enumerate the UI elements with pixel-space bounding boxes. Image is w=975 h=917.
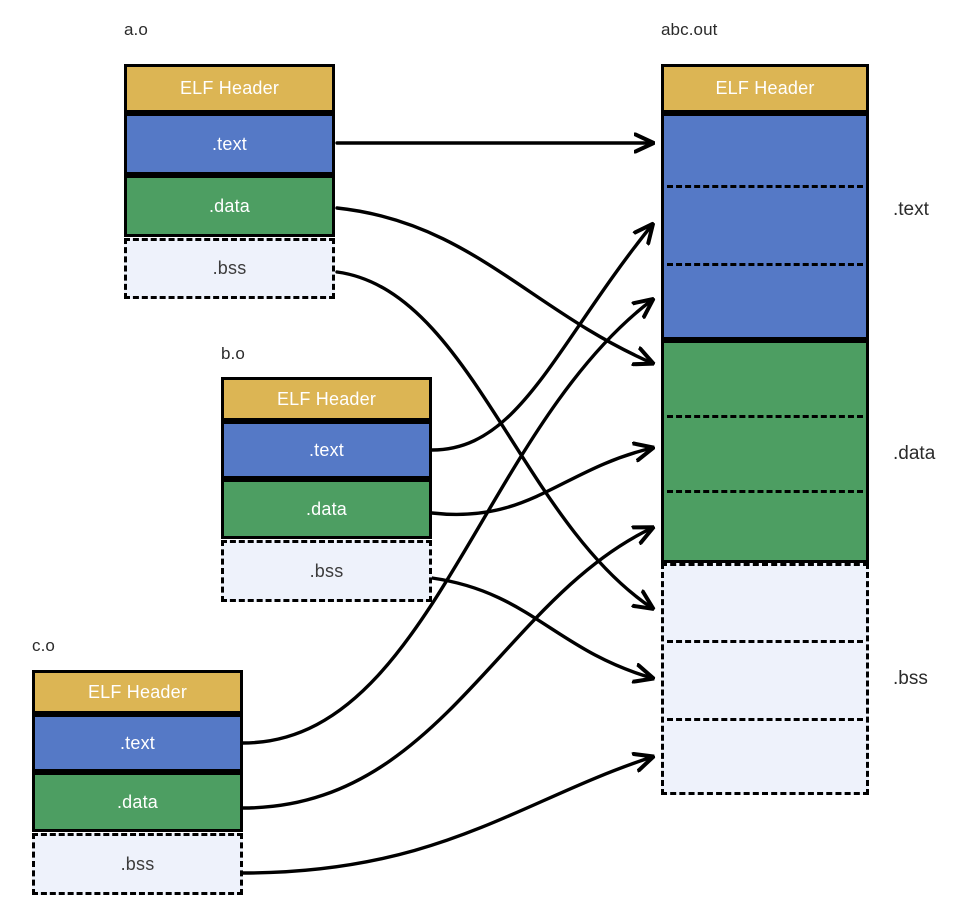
out-elf-header-label: ELF Header [715, 78, 815, 98]
c-segment-elf-header: ELF Header [32, 670, 243, 714]
out-bss-side-label: .bss [893, 668, 928, 689]
out-text-divider-1 [667, 185, 863, 188]
out-segment-elf-header: ELF Header [661, 64, 869, 113]
out-bss-divider-2 [667, 718, 863, 721]
b-segment-bss: .bss [221, 540, 432, 602]
c-elf-header-label: ELF Header [87, 681, 188, 702]
arrow-c-bss [241, 757, 652, 875]
c-bss-label: .bss [120, 853, 155, 874]
out-segment-data [661, 340, 869, 563]
output-title: abc.out [661, 20, 718, 39]
arrow-b-data [430, 448, 652, 517]
b-text-label: .text [308, 439, 344, 460]
c-text-label: .text [119, 732, 155, 753]
b-elf-header-label: ELF Header [276, 388, 377, 409]
b-segment-elf-header: ELF Header [221, 377, 432, 421]
c-segment-bss: .bss [32, 833, 243, 895]
a-segment-bss: .bss [124, 238, 335, 299]
object-title-b: b.o [221, 344, 245, 363]
c-segment-text: .text [32, 714, 243, 772]
out-data-side-label: .data [893, 443, 936, 464]
a-elf-header-label: ELF Header [179, 78, 280, 98]
a-segment-elf-header: ELF Header [124, 64, 335, 113]
out-data-divider-2 [667, 490, 863, 493]
out-segment-text [661, 113, 869, 340]
b-bss-label: .bss [309, 560, 344, 581]
out-segment-bss [661, 563, 869, 795]
out-bss-divider-1 [667, 640, 863, 643]
b-data-label: .data [305, 498, 348, 519]
a-data-label: .data [208, 195, 251, 216]
out-text-divider-2 [667, 263, 863, 266]
object-title-c: c.o [32, 636, 55, 655]
a-text-label: .text [211, 133, 247, 154]
a-segment-text: .text [124, 113, 335, 175]
arrow-b-bss [430, 576, 652, 678]
arrow-b-text [430, 225, 652, 452]
c-segment-data: .data [32, 772, 243, 832]
a-bss-label: .bss [212, 258, 247, 278]
object-title-a: a.o [124, 20, 148, 39]
c-data-label: .data [116, 791, 159, 812]
a-segment-data: .data [124, 175, 335, 237]
b-segment-text: .text [221, 421, 432, 479]
arrow-a-data [335, 206, 652, 363]
b-segment-data: .data [221, 479, 432, 539]
out-data-divider-1 [667, 415, 863, 418]
out-text-side-label: .text [893, 199, 929, 220]
